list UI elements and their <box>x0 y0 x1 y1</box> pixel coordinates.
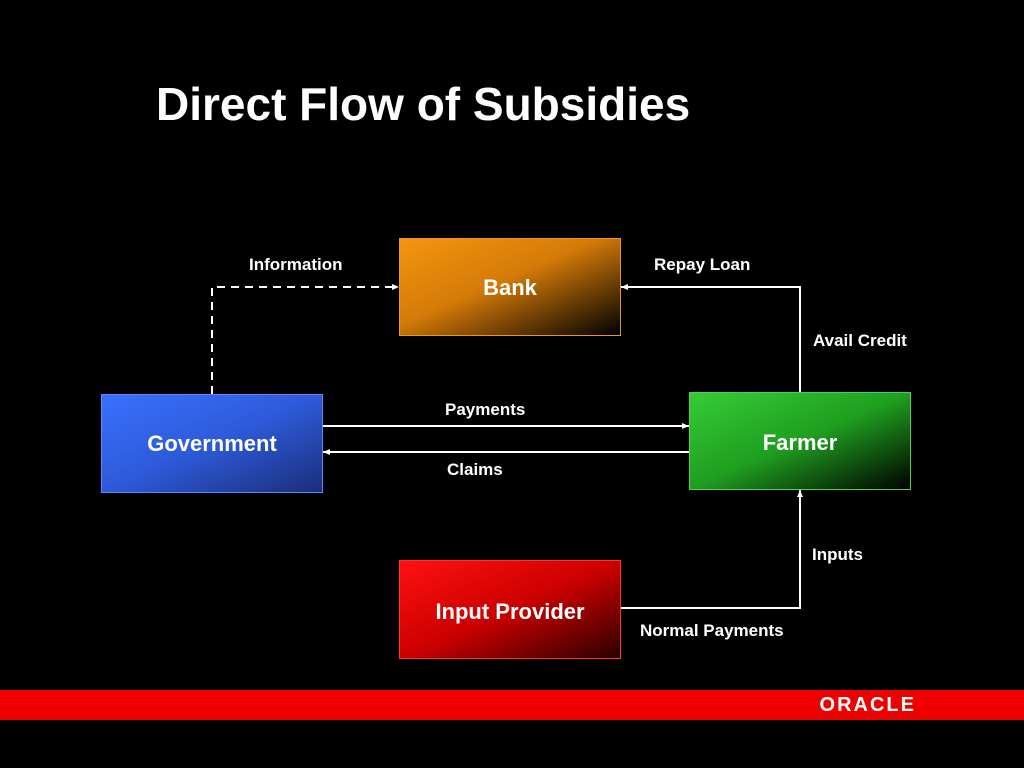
inputs-connector <box>614 490 803 611</box>
farmer-node: Farmer <box>689 392 911 490</box>
input-provider-label: Input Provider <box>435 599 585 624</box>
input-provider-node: Input Provider <box>399 560 621 659</box>
inputs-label: Inputs <box>812 545 863 564</box>
repay-loan-connector <box>621 284 803 399</box>
page-title: Direct Flow of Subsidies <box>156 78 691 130</box>
bank-label: Bank <box>483 275 537 300</box>
information-label: Information <box>249 255 343 274</box>
oracle-logo: ORACLE <box>819 694 916 716</box>
government-label: Government <box>147 430 277 456</box>
normal-payments-label: Normal Payments <box>640 621 784 640</box>
repay-loan-label: Repay Loan <box>654 255 751 274</box>
footer-bar: ORACLE <box>0 690 1024 720</box>
payments-label: Payments <box>445 400 526 419</box>
information-connector <box>209 284 399 401</box>
claims-label: Claims <box>447 460 503 479</box>
farmer-label: Farmer <box>762 430 838 455</box>
bank-node: Bank <box>399 238 621 336</box>
government-node: Government <box>101 394 323 493</box>
avail-credit-label: Avail Credit <box>813 331 907 350</box>
